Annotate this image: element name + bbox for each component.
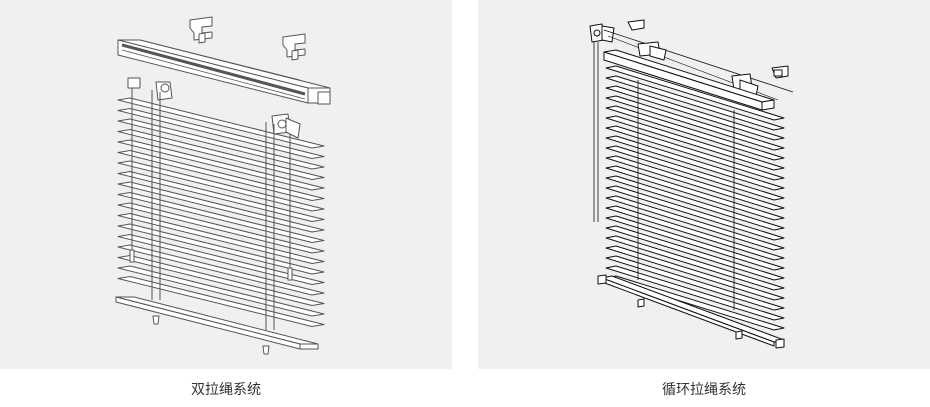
slat: [605, 155, 785, 211]
slat: [605, 165, 785, 221]
slat: [605, 95, 785, 151]
slat: [605, 65, 785, 121]
slat: [605, 135, 785, 191]
head-rail: [603, 49, 775, 111]
mounting-bracket-left-icon: [189, 16, 213, 44]
mounting-bracket-right-icon: [282, 33, 306, 61]
cord-pulley-icon: [589, 23, 615, 43]
slat: [605, 175, 785, 231]
slat: [605, 115, 785, 171]
slat: [117, 192, 325, 243]
mounting-bracket-right-icon: [771, 65, 789, 79]
slat: [117, 181, 325, 233]
slat: [605, 185, 785, 241]
bottom-clip-left-icon: [152, 315, 160, 325]
slat: [117, 265, 325, 317]
bottom-end-cap-right-icon: [775, 338, 785, 349]
bottom-end-cap-left-icon: [597, 274, 607, 285]
slat: [605, 235, 785, 291]
slat: [605, 125, 785, 181]
slat: [117, 108, 325, 159]
slat: [605, 215, 785, 271]
figure-double-cord-panel: [0, 0, 452, 369]
slat: [117, 97, 325, 149]
slat: [117, 223, 325, 275]
slat: [117, 160, 325, 212]
slat: [605, 225, 785, 281]
slat: [117, 129, 325, 180]
slat: [605, 245, 785, 301]
head-rail: [117, 39, 331, 105]
slat: [117, 139, 325, 191]
figure-caption-loop-cord: 循环拉绳系统: [662, 382, 746, 398]
slat: [605, 145, 785, 201]
slat: [117, 118, 325, 170]
cord-tassel-right-icon: [287, 267, 293, 281]
slat: [605, 255, 785, 311]
lift-mechanism-right-icon: [271, 113, 301, 139]
lift-mechanism-left-icon: [127, 77, 173, 101]
bottom-clip-right-icon: [735, 330, 743, 340]
slat: [117, 244, 325, 296]
bottom-clip-left-icon: [637, 298, 645, 308]
slat: [117, 202, 325, 254]
slat: [605, 205, 785, 261]
slat: [605, 265, 785, 321]
slat: [605, 105, 785, 161]
cord-tassel-left-icon: [129, 249, 135, 263]
slat: [605, 195, 785, 251]
bottom-clip-right-icon: [262, 345, 270, 355]
slat: [117, 255, 325, 306]
slat: [117, 234, 325, 285]
slat: [117, 171, 325, 222]
tilt-mechanism-left-icon: [637, 41, 667, 61]
slat: [605, 75, 785, 131]
tilt-mechanism-right-icon: [731, 73, 759, 97]
slat-stack: [605, 65, 785, 331]
figure-caption-double-cord: 双拉绳系统: [191, 382, 261, 398]
slat: [117, 150, 325, 201]
slat-stack: [117, 97, 325, 327]
figure-loop-cord-panel: [478, 0, 930, 369]
slat: [605, 85, 785, 141]
double-cord-blind-illustration: [115, 16, 331, 355]
slat: [117, 276, 325, 327]
mounting-bracket-top-icon: [627, 19, 645, 31]
bottom-rail: [115, 296, 319, 350]
slat: [117, 213, 325, 264]
loop-cord-blind-illustration: [589, 19, 794, 349]
